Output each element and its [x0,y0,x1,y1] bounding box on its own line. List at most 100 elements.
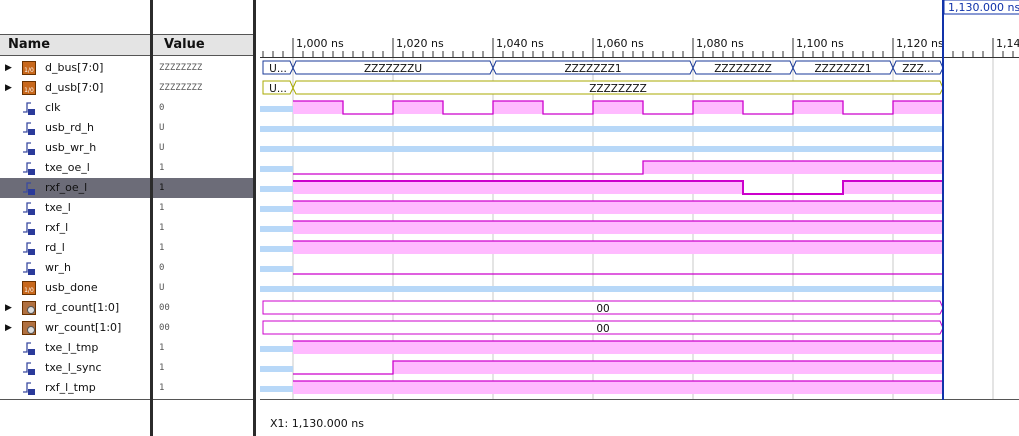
signal-row[interactable]: txe_l_sync [0,358,150,378]
counter-icon [22,321,36,335]
signal-value: 1 [159,163,165,173]
value-row[interactable]: 1 [153,178,253,198]
signal-name: rd_l [45,241,65,254]
high-level-fill [293,221,943,234]
ruler-tick-label: 1,080 ns [696,37,744,50]
high-level-fill [893,101,943,114]
svg-text:1/0: 1/0 [24,87,34,94]
signal-row[interactable]: usb_rd_h [0,118,150,138]
signal-value: 0 [159,103,165,113]
bus-value-label: ZZZZZZZ1 [814,63,871,75]
ruler-tick-label: 1,060 ns [596,37,644,50]
value-row[interactable]: U [153,118,253,138]
signal-name: clk [45,101,61,114]
pane-divider-right[interactable] [253,0,256,436]
expand-arrow-icon[interactable]: ▶ [5,63,12,73]
signal-name: rxf_l [45,221,69,234]
value-row[interactable]: ZZZZZZZZ [153,78,253,98]
unknown-state-band [260,366,293,372]
signal-name: d_bus[7:0] [45,61,104,74]
value-row[interactable]: 0 [153,98,253,118]
value-row[interactable]: 00 [153,298,253,318]
high-level-fill [693,101,743,114]
high-level-fill [293,201,943,214]
signal-icon [22,241,36,255]
bus-segment [792,60,894,75]
signal-value: 0 [159,263,165,273]
bus-segment [292,80,944,95]
cursor-x1-readout: X1: 1,130.000 ns [270,417,364,430]
signal-row[interactable]: wr_h [0,258,150,278]
unknown-state-band [260,386,293,392]
value-column-header[interactable]: Value [153,34,253,56]
value-row[interactable]: 0 [153,258,253,278]
name-column-header[interactable]: Name [0,34,150,56]
value-row[interactable]: U [153,278,253,298]
value-row[interactable]: U [153,138,253,158]
high-level-fill [393,361,943,374]
signal-row[interactable]: rd_l [0,238,150,258]
unknown-state-band [260,146,943,152]
value-row[interactable]: 1 [153,158,253,178]
value-pane-bottom-line [153,399,253,400]
signal-name: txe_l_sync [45,361,102,374]
value-row[interactable]: 1 [153,198,253,218]
signal-row[interactable]: usb_wr_h [0,138,150,158]
signal-value: U [159,123,165,133]
value-row[interactable]: ZZZZZZZZ [153,58,253,78]
signal-icon [22,261,36,275]
value-row[interactable]: 00 [153,318,253,338]
signal-row[interactable]: txe_oe_l [0,158,150,178]
signal-trace [293,360,943,375]
signal-trace [293,180,943,195]
signal-value: 1 [159,343,165,353]
signal-row[interactable]: rxf_l_tmp [0,378,150,398]
value-row[interactable]: 1 [153,218,253,238]
value-row[interactable]: 1 [153,238,253,258]
signal-name: txe_oe_l [45,161,90,174]
bus-value-label: 00 [596,323,609,335]
signal-row[interactable]: ▶rd_count[1:0] [0,298,150,318]
bus-icon: 1/0 [22,61,36,75]
expand-arrow-icon[interactable]: ▶ [5,303,12,313]
expand-arrow-icon[interactable]: ▶ [5,323,12,333]
bus-segment [262,300,944,315]
signal-icon [22,181,36,195]
signal-row[interactable]: txe_l [0,198,150,218]
value-row[interactable]: 1 [153,378,253,398]
value-row[interactable]: 1 [153,358,253,378]
signal-name: usb_done [45,281,98,294]
signal-row[interactable]: rxf_oe_l [0,178,150,198]
signal-name: rxf_oe_l [45,181,88,194]
signal-row[interactable]: rxf_l [0,218,150,238]
signal-icon [22,201,36,215]
ruler-tick-label: 1,040 ns [496,37,544,50]
cursor-time-label: 1,130.000 ns [948,1,1019,14]
signal-row[interactable]: clk [0,98,150,118]
unknown-state-band [260,266,293,272]
value-row[interactable]: 1 [153,338,253,358]
bus-segment [262,60,294,75]
bus-value-label: ZZZZZZZU [364,63,422,75]
bus-segment [262,80,294,95]
signal-row[interactable]: txe_l_tmp [0,338,150,358]
pane-divider-left[interactable] [150,0,153,436]
high-level-fill [793,101,843,114]
signal-row[interactable]: ▶ 1/0 d_bus[7:0] [0,58,150,78]
counter-icon [22,301,36,315]
bus-segment [292,60,494,75]
signal-row[interactable]: ▶wr_count[1:0] [0,318,150,338]
signal-value: U [159,143,165,153]
signal-value: ZZZZZZZZ [159,63,203,73]
high-level-fill [643,161,943,174]
high-level-fill [293,341,943,354]
signal-icon [22,341,36,355]
bus-segment [492,60,694,75]
expand-arrow-icon[interactable]: ▶ [5,83,12,93]
high-level-fill [593,101,643,114]
ruler-tick-label: 1,14 [996,37,1019,50]
